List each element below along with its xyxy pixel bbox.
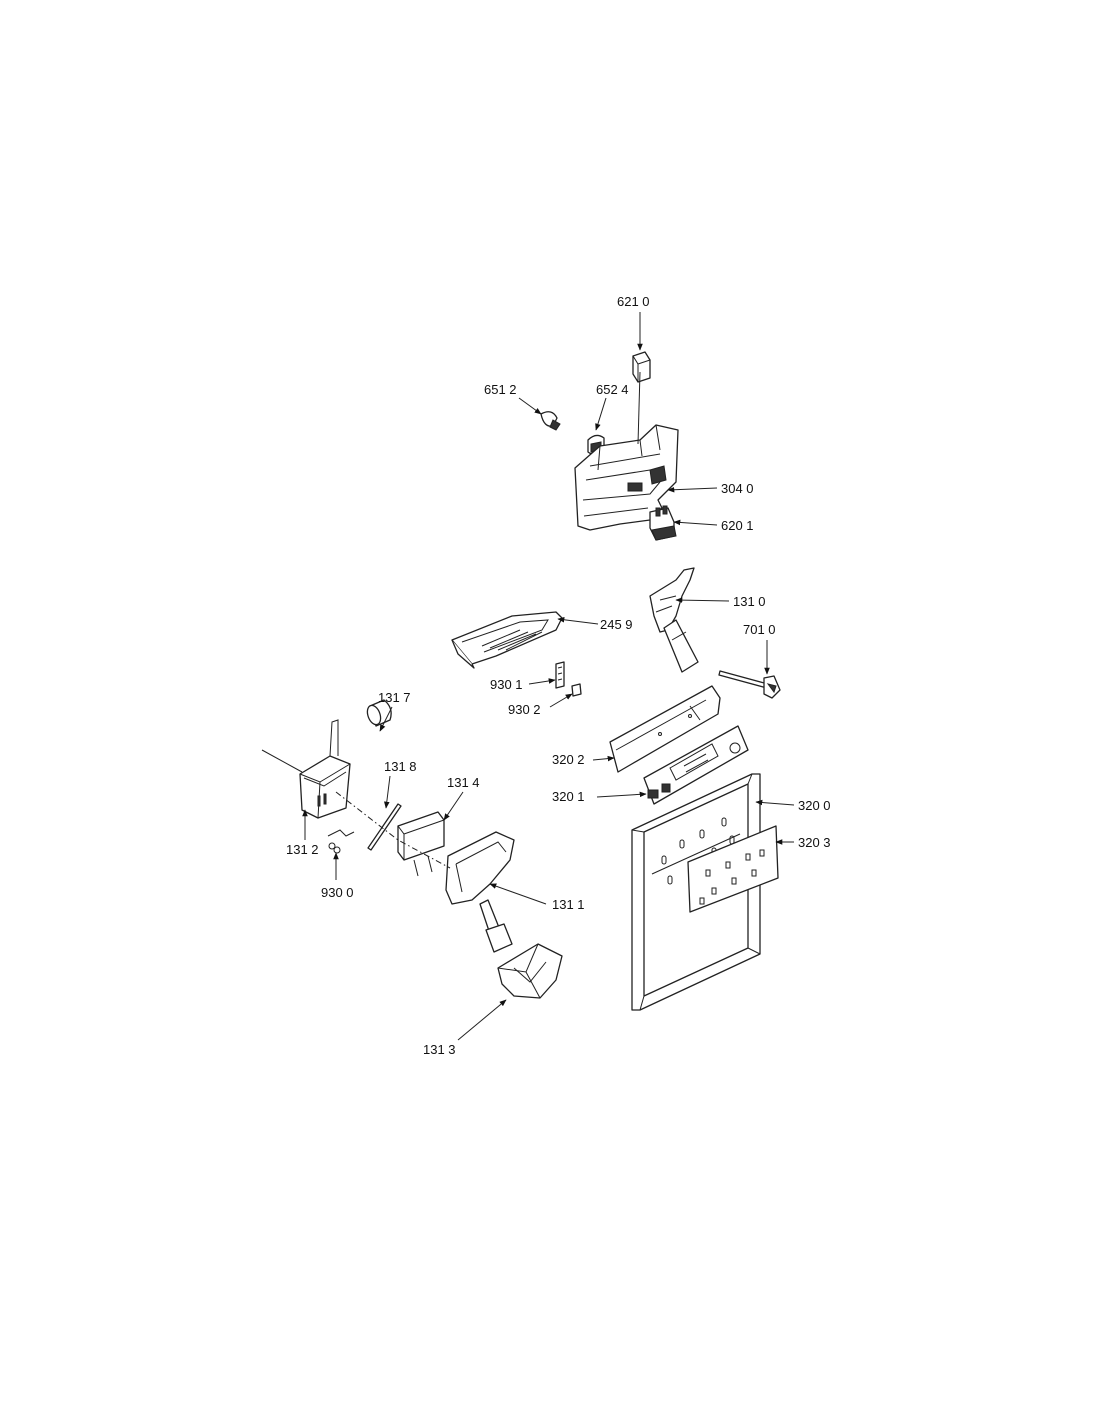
leader-9301 (528, 678, 556, 685)
leader-6512 (518, 397, 542, 415)
callout-6201: 620 1 (721, 518, 754, 533)
leader-3201 (596, 791, 647, 798)
part-7010-rod-drawing (718, 670, 781, 699)
callout-labels: 621 0 651 2 652 4 304 0 620 1 131 0 245 … (286, 294, 831, 1057)
leader-1317 (379, 706, 393, 732)
part-6512-bulb-drawing (540, 411, 561, 431)
callout-1317: 131 7 (378, 690, 411, 705)
callout-1313: 131 3 (423, 1042, 456, 1057)
callout-9300: 930 0 (321, 885, 354, 900)
part-9300-spring-drawing (327, 829, 355, 854)
leader-1311 (489, 883, 547, 905)
part-1310-actuator-drawing (649, 567, 699, 673)
callout-3202: 320 2 (552, 752, 585, 767)
part-3201-control-board-drawing (643, 725, 749, 805)
leader-lines (302, 312, 795, 1041)
leader-1318 (384, 775, 391, 809)
callout-2459: 245 9 (600, 617, 633, 632)
part-1318-pin-drawing (367, 803, 402, 851)
callout-3200: 320 0 (798, 798, 831, 813)
part-6210-switch-drawing (632, 351, 651, 383)
callout-6524: 652 4 (596, 382, 629, 397)
callout-1318: 131 8 (384, 759, 417, 774)
leader-9302 (549, 693, 573, 708)
part-2459-tray-drawing (451, 611, 563, 669)
part-6201-switch-drawing (649, 505, 677, 541)
part-1317-roller-drawing (366, 699, 392, 727)
callout-1310: 131 0 (733, 594, 766, 609)
callout-9302: 930 2 (508, 702, 541, 717)
callout-1312: 131 2 (286, 842, 319, 857)
part-3040-housing-drawing (574, 371, 679, 531)
part-3202-board-drawing (609, 685, 721, 773)
part-1314-bracket-drawing (397, 811, 445, 877)
callout-9301: 930 1 (490, 677, 523, 692)
callout-6512: 651 2 (484, 382, 517, 397)
part-1311-chute-door-drawing (445, 831, 515, 953)
leader-1313 (457, 999, 507, 1041)
part-9301-spring-drawing (555, 661, 565, 689)
leader-6201 (673, 519, 718, 526)
leader-3202 (592, 755, 615, 762)
leader-3200 (755, 799, 795, 806)
callout-7010: 701 0 (743, 622, 776, 637)
part-1312-solenoid-drawing (261, 719, 351, 819)
callout-6210: 621 0 (617, 294, 650, 309)
callout-1311: 131 1 (552, 897, 585, 912)
part-1313-funnel-drawing (497, 943, 563, 999)
leader-6524 (595, 397, 607, 431)
part-9302-clip-drawing (571, 683, 582, 697)
leader-3040 (667, 486, 718, 493)
callout-1314: 131 4 (447, 775, 480, 790)
leader-1310 (675, 597, 730, 603)
callout-3201: 320 1 (552, 789, 585, 804)
leader-1314 (443, 791, 464, 821)
callout-3040: 304 0 (721, 481, 754, 496)
part-3203-label-drawing (687, 825, 779, 913)
leader-2459 (557, 617, 599, 625)
assembly-centerline (335, 791, 451, 869)
callout-3203: 320 3 (798, 835, 831, 850)
